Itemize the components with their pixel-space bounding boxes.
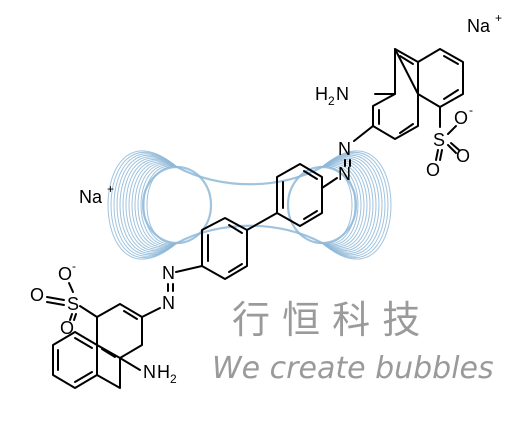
- svg-text:O: O: [30, 285, 44, 305]
- svg-text:O: O: [456, 146, 470, 166]
- lower-sulfonate-group: S O - O O: [30, 259, 79, 338]
- svg-text:Na: Na: [79, 187, 103, 207]
- upper-amino-group: H 2 N: [315, 84, 349, 108]
- watermark-field-line: [119, 156, 178, 254]
- lower-naphthalene-rings: [52, 303, 143, 389]
- svg-text:-: -: [72, 259, 76, 273]
- svg-text:2: 2: [328, 94, 335, 108]
- svg-text:N: N: [162, 263, 175, 283]
- watermark-field-line: [321, 156, 380, 254]
- svg-text:N: N: [162, 293, 175, 313]
- sodium-ion-top: Na +: [467, 11, 502, 36]
- watermark-field-line: [131, 161, 178, 249]
- watermark-field-line: [128, 160, 178, 250]
- watermark-field-line: [321, 160, 371, 250]
- svg-text:N: N: [336, 84, 349, 104]
- svg-text:O: O: [426, 160, 440, 180]
- watermark-field-line: [321, 151, 389, 259]
- watermark-field-line: [125, 158, 178, 252]
- watermark-field-line: [134, 162, 178, 248]
- svg-text:O: O: [58, 264, 72, 284]
- watermark-field-line: [113, 153, 178, 257]
- svg-text:+: +: [495, 11, 502, 25]
- watermark-field-line: [122, 157, 178, 253]
- upper-azo-linkage: N N: [321, 125, 374, 189]
- watermark-field-line: [143, 165, 178, 245]
- svg-text:N: N: [338, 139, 351, 159]
- svg-text:-: -: [469, 103, 473, 117]
- watermark-field-line: [321, 153, 386, 257]
- sodium-ion-left: Na +: [79, 182, 114, 207]
- watermark-field-line: [321, 162, 365, 248]
- biphenyl-upper-ring: [276, 163, 323, 227]
- svg-text:O: O: [60, 318, 74, 338]
- watermark-field-line: [107, 150, 178, 260]
- watermark-field-line: [110, 151, 178, 259]
- svg-text:N: N: [338, 164, 351, 184]
- svg-text:S: S: [67, 294, 79, 314]
- svg-text:H: H: [315, 84, 328, 104]
- svg-text:2: 2: [170, 372, 177, 386]
- upper-naphthalene-rings: [372, 48, 464, 140]
- watermark-field-line: [321, 150, 392, 260]
- watermark-field-line: [137, 163, 178, 247]
- svg-text:N: N: [143, 362, 156, 382]
- svg-text:+: +: [107, 182, 114, 196]
- svg-text:Na: Na: [467, 16, 491, 36]
- lower-azo-linkage: N N: [141, 263, 203, 318]
- watermark-field-line: [321, 164, 359, 246]
- svg-text:H: H: [157, 362, 170, 382]
- watermark-field-line: [321, 163, 362, 247]
- svg-text:O: O: [454, 108, 468, 128]
- svg-text:S: S: [433, 130, 445, 150]
- biphenyl-central-bond: [246, 212, 278, 231]
- watermark-logo-shape: [141, 165, 358, 245]
- upper-sulfonate-group: S O - O O: [426, 103, 473, 180]
- watermark-field-line: [321, 161, 368, 249]
- watermark-english-text: We create bubbles: [212, 351, 494, 386]
- watermark-field-line: [140, 164, 178, 246]
- watermark-chinese-text: 行 恒 科 技: [232, 298, 420, 342]
- biphenyl-lower-ring: [201, 217, 248, 280]
- lower-amino-group: N H 2: [119, 357, 177, 386]
